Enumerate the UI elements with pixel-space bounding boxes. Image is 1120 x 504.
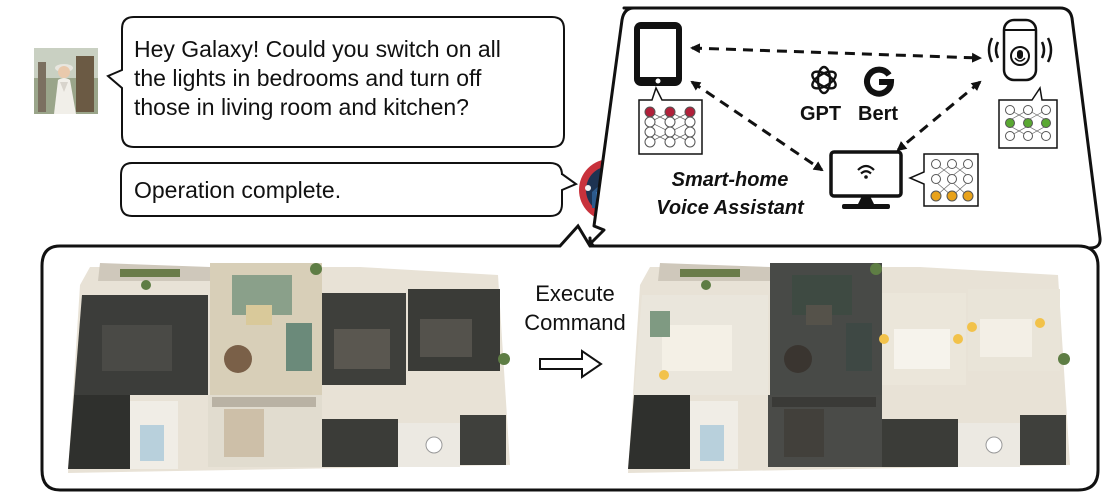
link-speaker-tv xyxy=(896,80,982,152)
openai-logo-icon xyxy=(811,65,837,95)
assistant-name: Smart-home Voice Assistant xyxy=(640,166,820,222)
assistant-name-line: Smart-home xyxy=(671,169,789,191)
assistant-speech-bubble xyxy=(120,162,579,217)
speaker-neural-net xyxy=(998,86,1058,149)
execute-arrow-icon xyxy=(539,349,603,379)
assistant-name-line: Voice Assistant xyxy=(656,197,804,219)
tv-neural-net xyxy=(908,153,979,207)
execute-label-line: Command xyxy=(524,310,626,335)
user-avatar xyxy=(34,48,98,114)
floorplan-after xyxy=(628,263,1070,473)
user-message-line: Hey Galaxy! Could you switch on all xyxy=(134,36,501,62)
user-message-line: the lights in bedrooms and turn off xyxy=(134,65,482,91)
link-tablet-speaker xyxy=(690,43,982,63)
user-message-line: those in living room and kitchen? xyxy=(134,94,469,120)
user-speech-bubble xyxy=(106,16,565,148)
google-logo-icon xyxy=(864,66,895,97)
execute-label-line: Execute xyxy=(535,281,615,306)
smart-tv-icon xyxy=(829,150,903,209)
link-tablet-tv xyxy=(690,80,824,172)
floorplan-before xyxy=(68,263,510,473)
execute-command-label: Execute Command xyxy=(520,279,630,337)
tablet-neural-net xyxy=(638,86,703,155)
bert-label: Bert xyxy=(858,103,899,125)
gpt-label: GPT xyxy=(800,103,842,125)
assistant-message: Operation complete. xyxy=(134,177,342,203)
smart-speaker-icon xyxy=(987,18,1053,82)
tablet-icon xyxy=(634,22,682,86)
user-message: Hey Galaxy! Could you switch on all the … xyxy=(134,35,564,122)
